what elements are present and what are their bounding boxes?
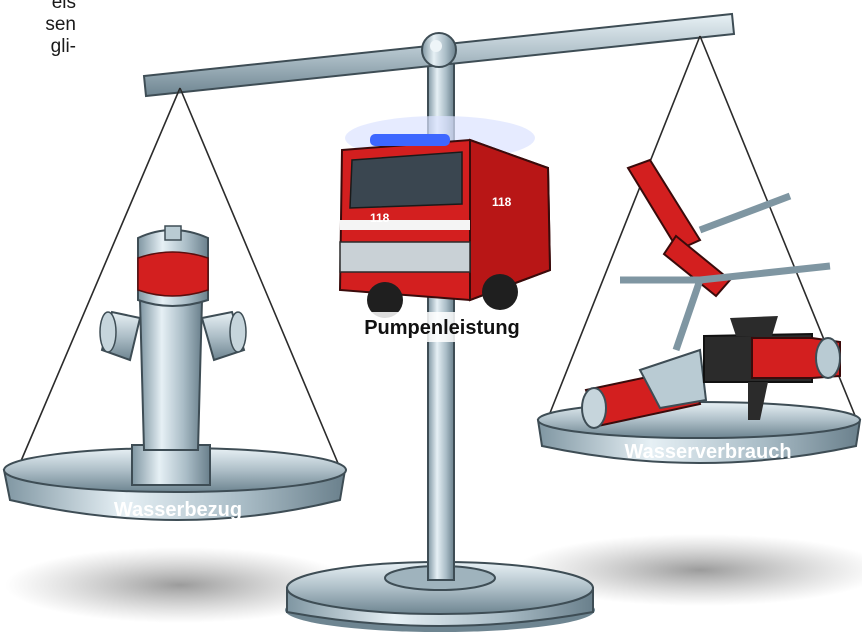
text-fragment: sen	[45, 14, 76, 35]
label-wasserverbrauch: Wasserverbrauch	[624, 441, 791, 463]
floor-shadow	[515, 534, 862, 606]
scale-base	[285, 561, 595, 632]
center-label-bg	[345, 312, 540, 342]
label-pumpenleistung: Pumpenleistung	[364, 317, 520, 339]
truck-number: 118	[370, 211, 390, 225]
hydrant-illustration	[99, 225, 247, 486]
right-pan	[536, 35, 862, 464]
text-fragment: eis	[51, 0, 76, 13]
scale-beam	[142, 12, 736, 98]
nozzle-equipment-illustration	[581, 158, 841, 429]
fire-truck-illustration: 118 118	[338, 116, 552, 318]
truck-number-side: 118	[492, 195, 512, 209]
label-wasserbezug: Wasserbezug	[114, 499, 242, 521]
floor-shadow	[5, 547, 355, 623]
text-fragment: gli-	[50, 36, 76, 57]
